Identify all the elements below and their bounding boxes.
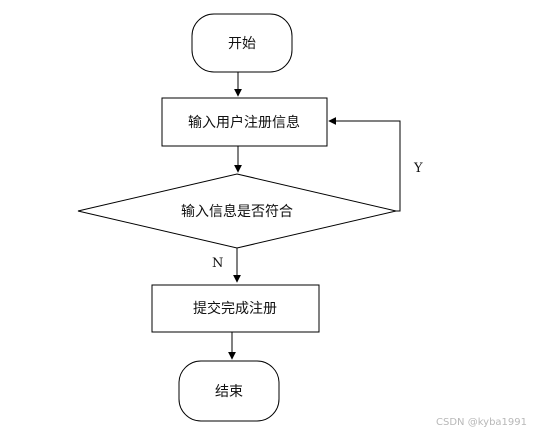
edge-label-no: N	[212, 256, 223, 271]
submit-registration-label: 提交完成注册	[193, 300, 277, 317]
start-node: 开始	[191, 13, 293, 73]
end-node: 结束	[178, 360, 280, 422]
check-info-valid-label: 输入信息是否符合	[181, 203, 293, 220]
submit-registration-node: 提交完成注册	[151, 284, 320, 333]
input-registration-info-node: 输入用户注册信息	[161, 97, 328, 147]
start-node-label: 开始	[228, 36, 256, 52]
check-info-valid-decision: 输入信息是否符合	[77, 173, 397, 249]
input-registration-info-label: 输入用户注册信息	[188, 114, 300, 131]
watermark: CSDN @kyba1991	[436, 417, 527, 428]
end-node-label: 结束	[215, 384, 243, 400]
edge-yes-loop	[328, 117, 401, 212]
edge-label-yes: Y	[413, 161, 423, 176]
